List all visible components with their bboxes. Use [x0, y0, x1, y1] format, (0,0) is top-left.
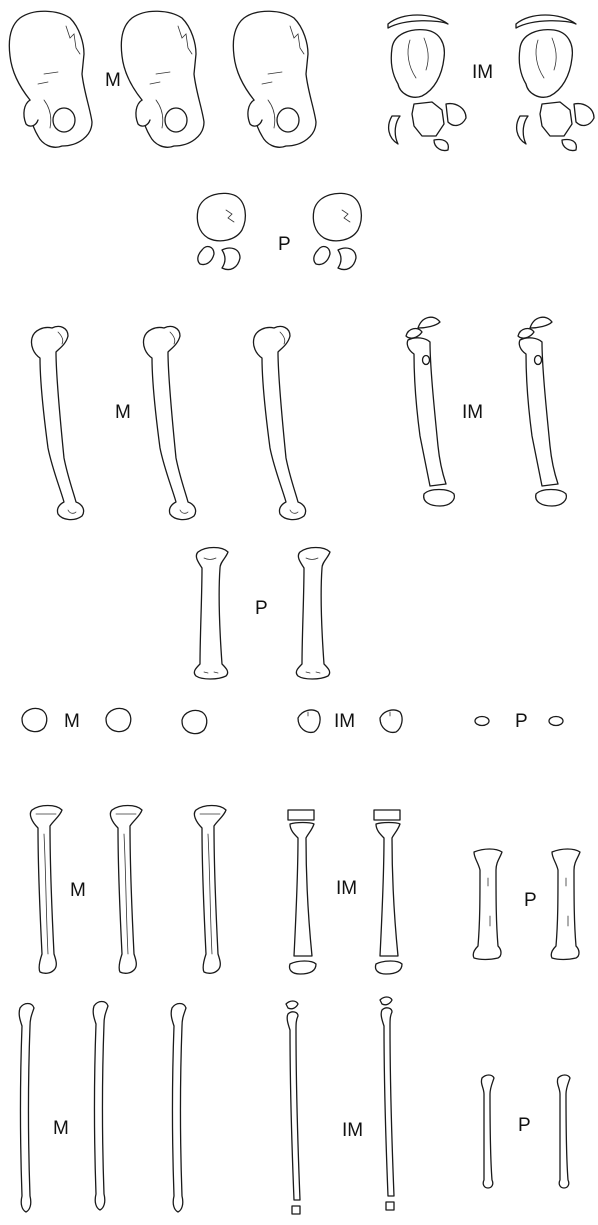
tibia-adult-3: [194, 806, 226, 974]
row-pelvis: M IM: [9, 11, 594, 150]
row-femur: M IM: [31, 317, 566, 519]
patella-adult-2: [106, 708, 131, 731]
row-pelvis-perinatal: P: [197, 193, 361, 269]
patella-perinatal-2: [549, 717, 563, 726]
pelvis-adult-1: [9, 11, 92, 147]
femur-immature-1: [406, 317, 454, 506]
group-label-tibia-P: P: [524, 890, 537, 911]
group-label-fibula-IM: IM: [342, 1120, 363, 1141]
pelvis-adult-3: [233, 11, 316, 147]
patella-immature-1: [298, 710, 320, 732]
group-label-fibula-P: P: [518, 1115, 531, 1136]
femur-perinatal-2: [296, 548, 330, 680]
group-label-patella-IM: IM: [334, 711, 355, 732]
group-label-tibia-M: M: [70, 880, 86, 901]
pelvis-perinatal-2: [313, 193, 361, 269]
fibula-perinatal-2: [557, 1075, 570, 1188]
group-label-patella-P: P: [515, 711, 528, 732]
group-label-femur-P: P: [255, 598, 268, 619]
patella-adult-1: [22, 708, 47, 731]
patella-perinatal-1: [475, 717, 489, 726]
femur-adult-1: [31, 326, 83, 519]
tibia-perinatal-1: [473, 849, 502, 960]
row-fibula: M IM P: [19, 997, 570, 1214]
femur-perinatal-1: [194, 548, 228, 680]
tibia-immature-1: [288, 810, 316, 974]
fibula-perinatal-1: [481, 1075, 494, 1188]
group-label-pelvis-M: M: [105, 70, 121, 91]
patella-adult-3: [182, 710, 207, 733]
femur-immature-2: [518, 317, 566, 506]
tibia-adult-1: [30, 806, 62, 974]
fibula-immature-2: [380, 997, 394, 1210]
group-label-fibula-M: M: [53, 1118, 69, 1139]
tibia-adult-2: [110, 806, 142, 974]
femur-adult-2: [143, 326, 195, 519]
pelvis-adult-2: [121, 11, 204, 147]
tibia-immature-2: [374, 810, 402, 974]
row-patella: M IM P: [22, 708, 563, 733]
tibia-perinatal-2: [551, 849, 580, 960]
pelvis-immature-1: [388, 15, 466, 151]
row-femur-perinatal: P: [194, 548, 330, 680]
fibula-immature-1: [286, 1001, 300, 1214]
group-label-femur-IM: IM: [462, 402, 483, 423]
row-tibia: M IM P: [30, 806, 580, 975]
fibula-adult-3: [171, 1004, 186, 1213]
group-label-pelvis-P: P: [278, 234, 291, 255]
femur-adult-3: [253, 326, 305, 519]
pelvis-immature-2: [516, 15, 594, 151]
group-label-pelvis-IM: IM: [472, 62, 493, 83]
pelvis-perinatal-1: [197, 193, 245, 269]
group-label-patella-M: M: [64, 711, 80, 732]
patella-immature-2: [380, 710, 402, 732]
group-label-tibia-IM: IM: [336, 878, 357, 899]
fibula-adult-2: [93, 1002, 108, 1211]
group-label-femur-M: M: [115, 402, 131, 423]
fibula-adult-1: [19, 1004, 34, 1213]
